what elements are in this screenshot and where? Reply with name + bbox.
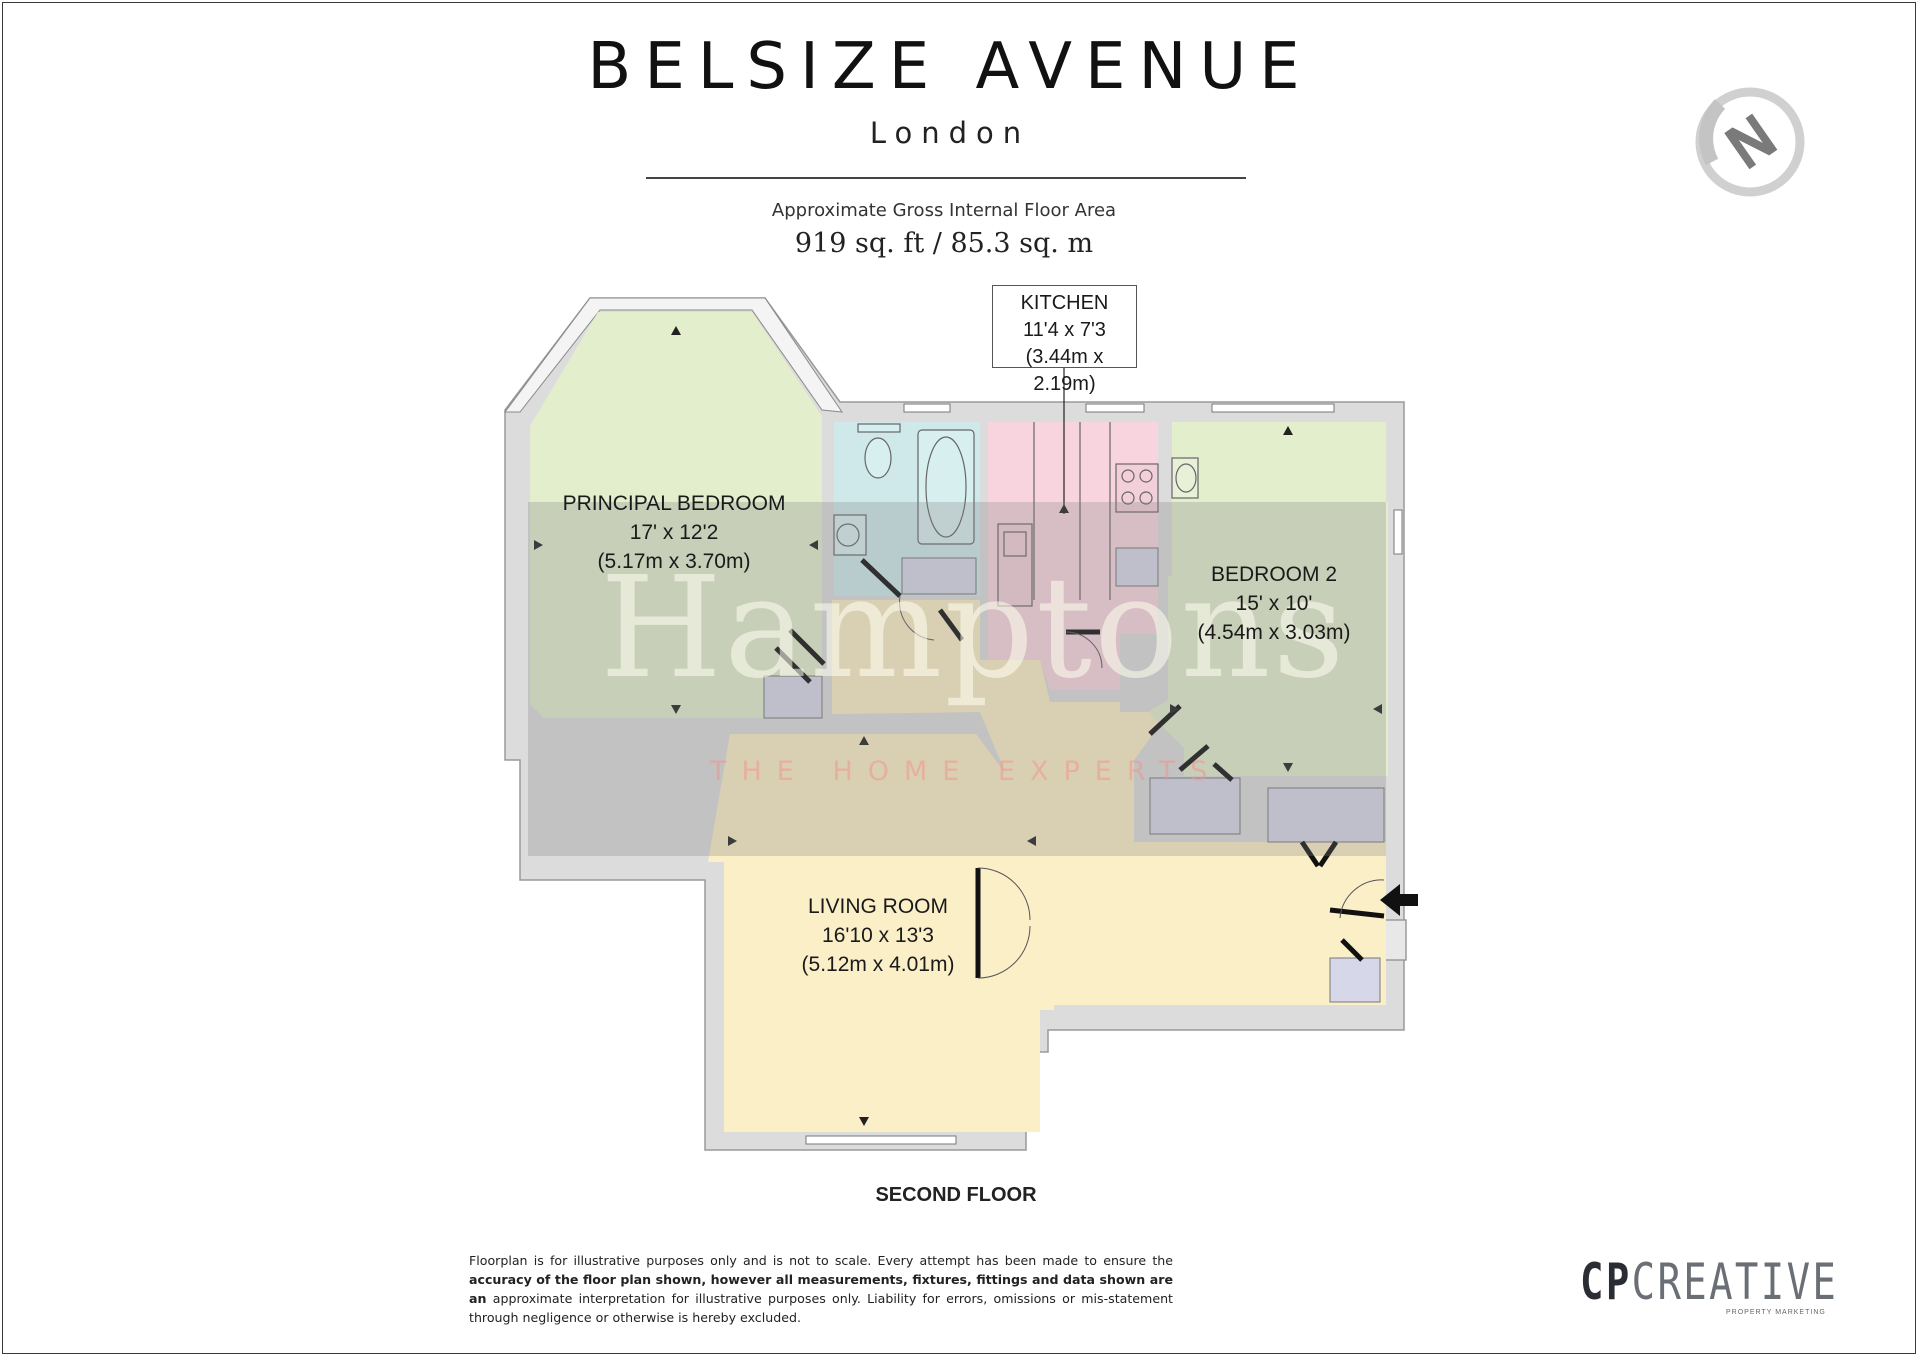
north-arrow-icon	[1695, 87, 1805, 197]
watermark-logo: Hamptons	[600, 547, 1347, 710]
living-room-floor	[708, 734, 1040, 1132]
floor-area-value: 919 sq. ft / 85.3 sq. m	[794, 228, 1094, 259]
title-divider	[646, 177, 1246, 179]
watermark-tagline: THE HOME EXPERTS	[710, 756, 1223, 787]
kitchen-floor-lower	[988, 634, 1120, 690]
door-swings	[899, 595, 1385, 979]
living-room-label: LIVING ROOM 16'10 x 13'3 (5.12m x 4.01m)	[801, 895, 955, 976]
bedroom-2-floor	[1148, 422, 1388, 776]
floor-area-label: Approximate Gross Internal Floor Area	[771, 200, 1117, 221]
principal-bedroom-floor	[530, 312, 822, 718]
kitchen-label: KITCHEN 11'4 x 7'3 (3.44m x 2.19m)	[992, 285, 1137, 395]
brand-tagline: PROPERTY MARKETING	[1726, 1309, 1826, 1316]
kitchen-fixtures	[997, 422, 1159, 607]
disclaimer-text: Floorplan is for illustrative purposes o…	[469, 1253, 1173, 1325]
dimension-markers	[534, 326, 1382, 1126]
property-title: BELSIZE AVENUE	[587, 30, 1313, 104]
floor-level-label: SECOND FLOOR	[875, 1184, 1037, 1206]
storage-cupboards	[763, 547, 1385, 1003]
entrance-arrow-icon	[1380, 884, 1418, 916]
bedroom-2-label: BEDROOM 2 15' x 10' (4.54m x 3.03m)	[1197, 563, 1351, 644]
property-location: London	[869, 116, 1031, 150]
bedroom-2-basin	[1171, 457, 1199, 499]
hallway-floor	[832, 600, 1386, 1010]
watermark-overlay	[528, 502, 1386, 856]
windows	[805, 403, 1403, 1145]
bay-window	[504, 297, 844, 413]
bathroom-fixtures	[833, 423, 975, 556]
cp-creative-logo: CPCREATIVE	[1580, 1253, 1839, 1311]
principal-bedroom-label: PRINCIPAL BEDROOM 17' x 12'2 (5.17m x 3.…	[562, 492, 786, 573]
